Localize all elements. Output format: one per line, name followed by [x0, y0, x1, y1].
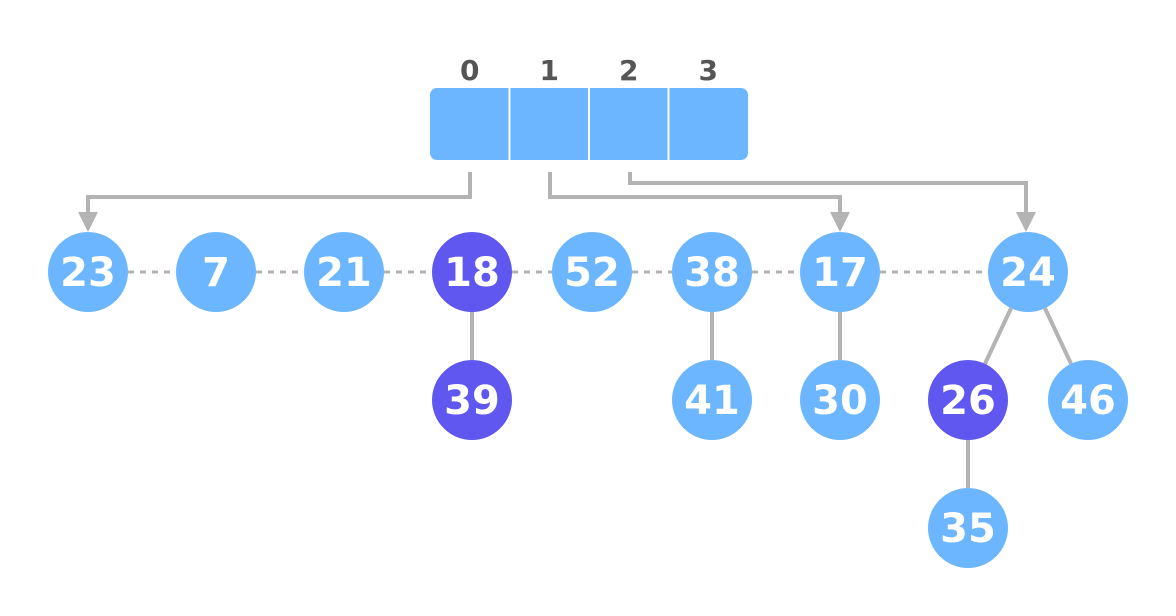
node-key-label: 17 [812, 250, 868, 296]
node-key-label: 41 [684, 378, 740, 424]
tree-edge [983, 307, 1013, 365]
node-circle [800, 360, 880, 440]
heap-node: 21 [304, 232, 384, 312]
node-circle [552, 232, 632, 312]
heap-nodes: 23 7 21 18 52 38 17 24 39 41 30 26 46 35 [48, 232, 1128, 568]
node-key-label: 21 [316, 250, 372, 296]
node-key-label: 46 [1060, 378, 1116, 424]
heap-node: 30 [800, 360, 880, 440]
node-key-label: 30 [812, 378, 868, 424]
heap-node: 18 [432, 232, 512, 312]
node-key-label: 52 [564, 250, 620, 296]
heap-node: 39 [432, 360, 512, 440]
node-key-label: 7 [202, 250, 230, 296]
array-index-label: 2 [619, 54, 638, 87]
node-circle [672, 232, 752, 312]
node-key-label: 23 [60, 250, 116, 296]
array-index-label: 0 [460, 54, 479, 87]
array-index-label: 1 [540, 54, 559, 87]
node-circle [1048, 360, 1128, 440]
heap-node: 52 [552, 232, 632, 312]
marked-node-circle [432, 232, 512, 312]
node-key-label: 18 [444, 250, 500, 296]
heap-node: 35 [928, 488, 1008, 568]
heap-node: 17 [800, 232, 880, 312]
tree-edges [470, 307, 1073, 488]
node-key-label: 24 [1000, 250, 1056, 296]
array-pointer-0-to-n23 [78, 172, 472, 232]
heap-node: 24 [988, 232, 1068, 312]
heap-node: 23 [48, 232, 128, 312]
node-key-label: 39 [444, 378, 500, 424]
node-key-label: 38 [684, 250, 740, 296]
node-key-label: 35 [940, 506, 996, 552]
node-circle [304, 232, 384, 312]
node-key-label: 26 [940, 378, 996, 424]
node-circle [928, 488, 1008, 568]
node-circle [988, 232, 1068, 312]
array-pointer-2-to-n24 [628, 172, 1036, 232]
tree-edge [1043, 307, 1073, 365]
node-circle [672, 360, 752, 440]
heap-node: 7 [176, 232, 256, 312]
array-pointer-1-to-n17 [548, 172, 850, 232]
heap-node: 46 [1048, 360, 1128, 440]
node-circle [176, 232, 256, 312]
heap-node: 26 [928, 360, 1008, 440]
heap-node: 41 [672, 360, 752, 440]
marked-node-circle [432, 360, 512, 440]
node-circle [48, 232, 128, 312]
degree-array: 0 1 2 3 [430, 54, 748, 160]
heap-node: 38 [672, 232, 752, 312]
marked-node-circle [928, 360, 1008, 440]
array-pointers [78, 172, 1036, 232]
node-circle [800, 232, 880, 312]
array-index-label: 3 [699, 54, 718, 87]
